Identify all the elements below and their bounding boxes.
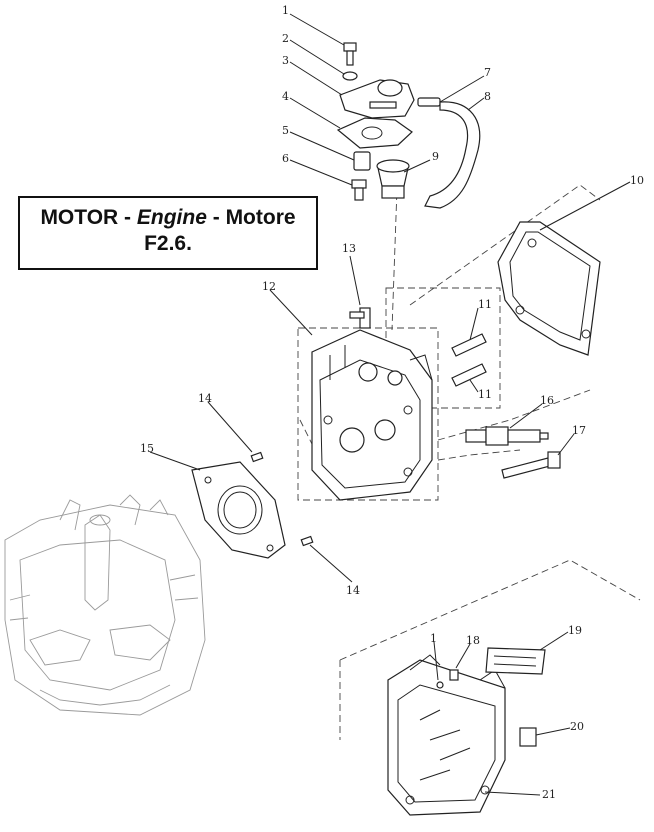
title-box: MOTOR - Engine - Motore F2.6.: [18, 196, 318, 270]
dowel-pin-lower: [300, 535, 314, 547]
callout-4: 4: [282, 90, 289, 103]
callout-1-lower: 1: [430, 632, 437, 645]
callout-12: 12: [262, 280, 276, 293]
callout-15: 15: [140, 442, 154, 455]
callout-1: 1: [282, 4, 289, 17]
callout-7: 7: [484, 66, 491, 79]
title-english: Engine: [136, 206, 207, 229]
head-gasket: [191, 461, 286, 559]
title-line1: MOTOR - Engine - Motore: [20, 206, 316, 230]
callout-6: 6: [282, 152, 289, 165]
callout-14-lower: 14: [346, 584, 360, 597]
callout-11-lower: 11: [478, 388, 492, 401]
callout-16: 16: [540, 394, 554, 407]
cylinder-head: [311, 307, 433, 501]
callout-9: 9: [432, 150, 439, 163]
dowel-pin-upper: [250, 451, 264, 463]
callout-14-upper: 14: [198, 392, 212, 405]
sleeves: [451, 333, 487, 387]
cover-gasket: [497, 221, 601, 356]
callout-21: 21: [542, 788, 556, 801]
callout-13: 13: [342, 242, 356, 255]
leader-lines: [149, 13, 631, 796]
callout-19: 19: [568, 624, 582, 637]
spark-plug: [465, 426, 549, 446]
callout-11-upper: 11: [478, 298, 492, 311]
title-italian: - Motore: [206, 206, 296, 229]
title-prefix: MOTOR -: [40, 206, 137, 229]
callout-8: 8: [484, 90, 491, 103]
callout-5: 5: [282, 124, 289, 137]
callout-18: 18: [466, 634, 480, 647]
head-bolt: [501, 451, 561, 479]
callout-10: 10: [630, 174, 644, 187]
figure-code: F2.6.: [144, 232, 192, 255]
lower-bracket: [387, 647, 546, 816]
thermostat-group: [336, 42, 481, 209]
callout-numbers: 1 2 3 4 5 6 7 8 9 10 11 11 12 13 14 14 1…: [140, 4, 644, 801]
callout-3: 3: [282, 54, 289, 67]
crankcase-ghost: [4, 494, 206, 716]
callout-2: 2: [282, 32, 289, 45]
callout-20: 20: [570, 720, 584, 733]
callout-17: 17: [572, 424, 586, 437]
